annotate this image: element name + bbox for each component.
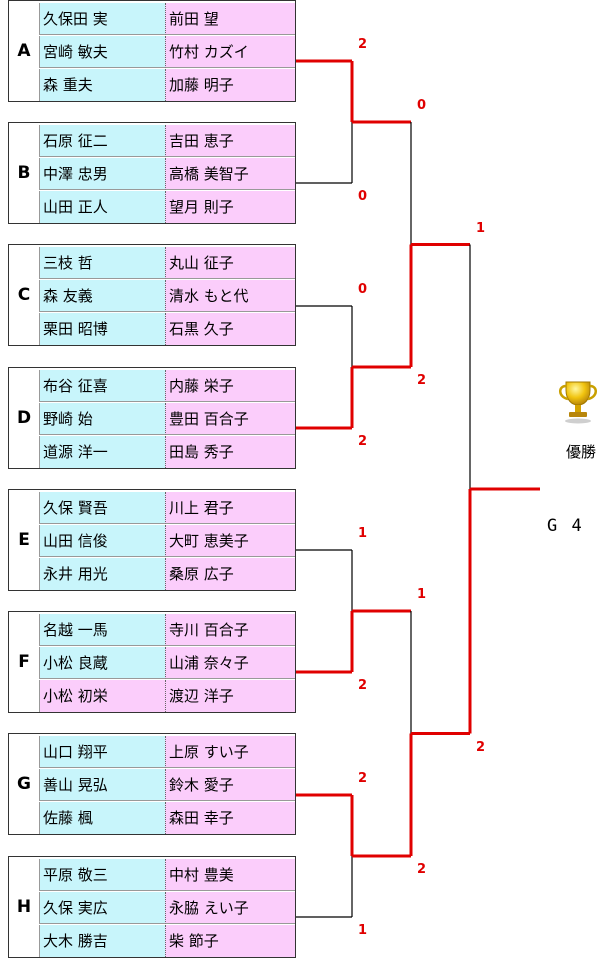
female-player-name: 望月 則子 <box>165 191 295 223</box>
female-player-name: 前田 望 <box>165 3 295 35</box>
trophy-icon <box>556 378 600 424</box>
male-player-name: 宮崎 敏夫 <box>39 36 165 68</box>
female-player-name: 柴 節子 <box>165 925 295 957</box>
match-score: 2 <box>417 373 427 388</box>
male-player-name: 大木 勝吉 <box>39 925 165 957</box>
team-letter: A <box>17 41 31 61</box>
female-player-name: 山浦 奈々子 <box>165 647 295 679</box>
female-player-name: 豊田 百合子 <box>165 403 295 435</box>
male-player-name: 小松 良蔵 <box>39 647 165 679</box>
female-player-name: 川上 君子 <box>165 492 295 524</box>
team-letter: F <box>18 652 30 672</box>
match-score: 2 <box>358 434 368 449</box>
match-score: 1 <box>358 923 368 938</box>
male-player-name: 中澤 忠男 <box>39 158 165 190</box>
female-player-name: 永脇 えい子 <box>165 892 295 924</box>
male-player-name: 久保田 実 <box>39 3 165 35</box>
female-player-name: 寺川 百合子 <box>165 614 295 646</box>
female-player-name: 高橋 美智子 <box>165 158 295 190</box>
team-box-h: H 平原 敬三中村 豊美久保 実広永脇 えい子大木 勝吉柴 節子 <box>8 856 296 958</box>
team-letter: H <box>16 897 32 917</box>
male-player-name: 石原 征二 <box>39 125 165 157</box>
female-player-name: 田島 秀子 <box>165 436 295 468</box>
male-player-name: 山口 翔平 <box>39 736 165 768</box>
match-score: 0 <box>358 282 368 297</box>
team-box-b: B 石原 征二吉田 恵子中澤 忠男高橋 美智子山田 正人望月 則子 <box>8 122 296 224</box>
team-letter: C <box>17 285 31 305</box>
female-player-name: 清水 もと代 <box>165 280 295 312</box>
female-player-name: 大町 恵美子 <box>165 525 295 557</box>
male-player-name: 平原 敬三 <box>39 859 165 891</box>
male-player-name: 名越 一馬 <box>39 614 165 646</box>
team-letter: B <box>17 163 31 183</box>
match-score: 2 <box>476 739 486 755</box>
male-player-name: 山田 信俊 <box>39 525 165 557</box>
male-player-name: 森 重夫 <box>39 69 165 101</box>
male-player-name: 栗田 昭博 <box>39 313 165 345</box>
female-player-name: 渡辺 洋子 <box>165 680 295 712</box>
male-player-name: 善山 晃弘 <box>39 769 165 801</box>
male-player-name: 布谷 征喜 <box>39 370 165 402</box>
match-score: 2 <box>358 771 368 786</box>
team-box-e: E 久保 賢吾川上 君子山田 信俊大町 恵美子永井 用光桑原 広子 <box>8 489 296 591</box>
team-box-f: F 名越 一馬寺川 百合子小松 良蔵山浦 奈々子小松 初栄渡辺 洋子 <box>8 611 296 713</box>
female-player-name: 加藤 明子 <box>165 69 295 101</box>
team-letter: E <box>18 530 30 550</box>
male-player-name: 野崎 始 <box>39 403 165 435</box>
female-player-name: 中村 豊美 <box>165 859 295 891</box>
male-player-name: 小松 初栄 <box>39 680 165 712</box>
male-player-name: 佐藤 楓 <box>39 802 165 834</box>
male-player-name: 久保 賢吾 <box>39 492 165 524</box>
team-box-g: G 山口 翔平上原 すい子善山 晃弘鈴木 愛子佐藤 楓森田 幸子 <box>8 733 296 835</box>
match-score: 1 <box>417 587 427 602</box>
male-player-name: 三枝 哲 <box>39 247 165 279</box>
female-player-name: 内藤 栄子 <box>165 370 295 402</box>
team-box-d: D 布谷 征喜内藤 栄子野崎 始豊田 百合子道源 洋一田島 秀子 <box>8 367 296 469</box>
team-box-c: C 三枝 哲丸山 征子森 友義清水 もと代栗田 昭博石黒 久子 <box>8 244 296 346</box>
male-player-name: 久保 実広 <box>39 892 165 924</box>
male-player-name: 森 友義 <box>39 280 165 312</box>
champion-name: G 4 <box>547 516 584 536</box>
female-player-name: 吉田 恵子 <box>165 125 295 157</box>
team-box-a: A 久保田 実前田 望宮崎 敏夫竹村 カズイ森 重夫加藤 明子 <box>8 0 296 102</box>
match-score: 2 <box>417 862 427 877</box>
team-letter: D <box>16 408 32 428</box>
match-score: 0 <box>417 98 427 113</box>
match-score: 0 <box>358 189 368 204</box>
female-player-name: 森田 幸子 <box>165 802 295 834</box>
match-score: 1 <box>358 526 368 541</box>
female-player-name: 竹村 カズイ <box>165 36 295 68</box>
female-player-name: 鈴木 愛子 <box>165 769 295 801</box>
female-player-name: 石黒 久子 <box>165 313 295 345</box>
team-letter: G <box>17 774 31 794</box>
champion-label: 優勝 <box>566 443 597 461</box>
female-player-name: 丸山 征子 <box>165 247 295 279</box>
male-player-name: 山田 正人 <box>39 191 165 223</box>
female-player-name: 上原 すい子 <box>165 736 295 768</box>
male-player-name: 永井 用光 <box>39 558 165 590</box>
match-score: 1 <box>476 220 486 236</box>
female-player-name: 桑原 広子 <box>165 558 295 590</box>
match-score: 2 <box>358 37 368 52</box>
match-score: 2 <box>358 678 368 693</box>
male-player-name: 道源 洋一 <box>39 436 165 468</box>
